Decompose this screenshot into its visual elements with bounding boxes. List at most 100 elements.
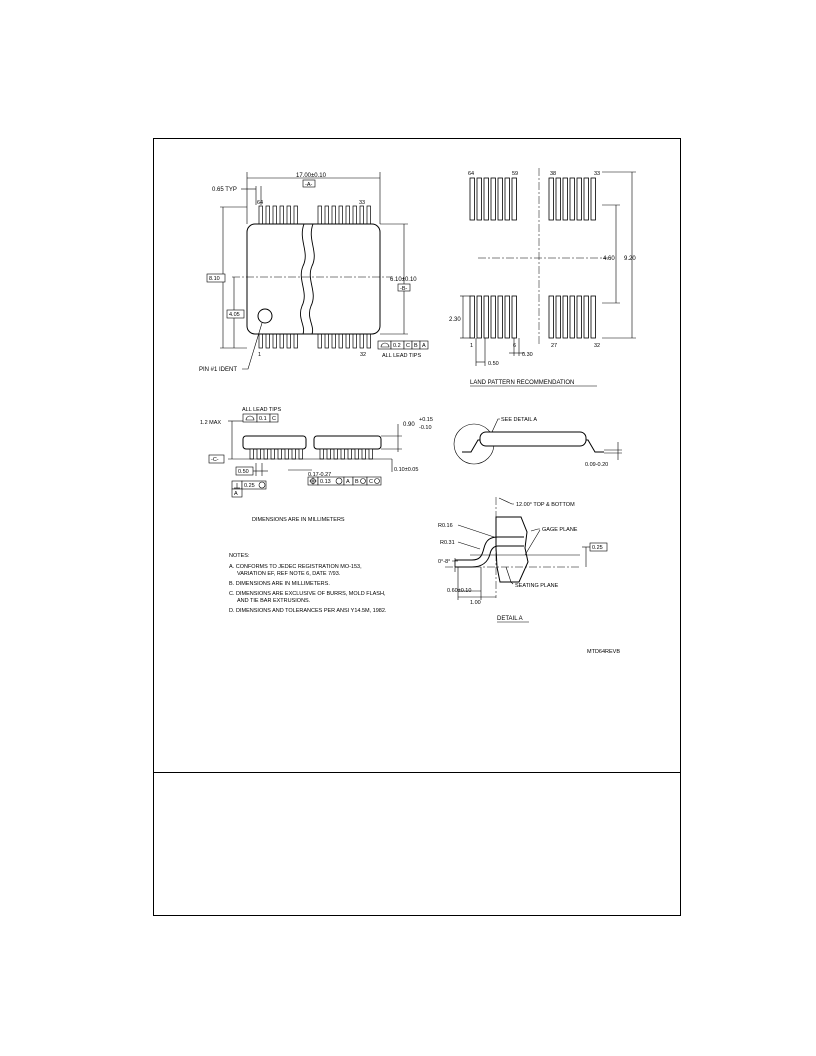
land-pattern-caption: LAND PATTERN RECOMMENDATION xyxy=(470,380,574,386)
lead-top xyxy=(286,205,291,225)
detail-a: 12.00° TOP & BOTTOM R0.16 R0.31 GAGE PLA… xyxy=(438,497,608,623)
land-pad-bottom xyxy=(476,295,482,339)
lead-top xyxy=(279,205,284,225)
side-lead xyxy=(270,448,275,460)
land-pad-top xyxy=(583,177,589,221)
pin-33-label: 33 xyxy=(359,200,365,206)
angle-top-bottom: 12.00° TOP & BOTTOM xyxy=(516,502,575,508)
side-lead xyxy=(326,448,331,460)
land-pad-bottom xyxy=(490,295,496,339)
lead-bottom xyxy=(366,333,371,349)
side-lead xyxy=(333,448,338,460)
dim-body-width: 6.10±0.10 xyxy=(390,277,417,283)
land-pad-top xyxy=(576,177,582,221)
flatness-tol: 0.1 xyxy=(259,416,267,422)
pos-ref-c: C xyxy=(369,479,373,485)
side-lead xyxy=(263,448,268,460)
angle-0-8: 0°-8° xyxy=(438,559,450,565)
land-pad-bottom xyxy=(548,295,554,339)
dim-0-25: 0.25 xyxy=(592,545,603,551)
detail-a-caption: DETAIL A xyxy=(497,616,523,622)
pos-ref-a: A xyxy=(346,479,350,485)
dim-overall-width: 8.10 xyxy=(209,276,220,282)
side-lead xyxy=(340,448,345,460)
see-detail-a: SEE DETAIL A xyxy=(501,417,537,423)
land-pads xyxy=(469,177,596,339)
land-pin-32: 32 xyxy=(594,343,600,349)
lead-top xyxy=(324,205,329,225)
lead-bottom xyxy=(272,333,277,349)
note-a-line2: VARIATION EF, REF NOTE 6, DATE 7/93. xyxy=(237,571,341,577)
note-c-line2: AND TIE BAR EXTRUSIONS. xyxy=(237,598,311,604)
lead-top xyxy=(331,205,336,225)
land-pad-bottom xyxy=(576,295,582,339)
side-lead xyxy=(347,448,352,460)
tol-ref-a: A xyxy=(422,343,426,349)
land-pad-bottom xyxy=(583,295,589,339)
land-pad-bottom xyxy=(590,295,596,339)
dim-0-50-side: 0.50 xyxy=(238,469,249,475)
note-c-line1: C. DIMENSIONS ARE EXCLUSIVE OF BURRS, MO… xyxy=(229,591,386,597)
detail-body xyxy=(495,516,529,583)
lead-top xyxy=(293,205,298,225)
radius-0-31: R0.31 xyxy=(440,540,455,546)
gage-plane: GAGE PLANE xyxy=(542,527,578,533)
side-view: ALL LEAD TIPS 0.1 C 1.2 MAX -C- 0.90 +0.… xyxy=(200,407,433,523)
note-d: D. DIMENSIONS AND TOLERANCES PER ANSI Y1… xyxy=(229,608,387,614)
datum-b: -B- xyxy=(400,286,408,292)
lead-bottom xyxy=(317,333,322,349)
lead-bottom xyxy=(286,333,291,349)
dim-lead-thickness: 0.09-0.20 xyxy=(585,462,608,468)
notes-title: NOTES: xyxy=(229,553,250,559)
side-lead xyxy=(249,448,254,460)
dim-0-17: 0.17-0.27 xyxy=(308,472,331,478)
land-pad-bottom xyxy=(569,295,575,339)
top-view: 17.00±0.10 -A- 0.65 TYP 64 33 PIN #1 IDE… xyxy=(199,172,429,373)
land-pad-top xyxy=(590,177,596,221)
side-lead xyxy=(277,448,282,460)
lead-bottom xyxy=(293,333,298,349)
drawing-frame xyxy=(153,138,681,916)
lead-top xyxy=(317,205,322,225)
side-lead xyxy=(256,448,261,460)
dim-0-10: 0.10±0.05 xyxy=(394,467,418,473)
land-pad-bottom xyxy=(483,295,489,339)
land-pin-59: 59 xyxy=(512,171,518,177)
notes: NOTES: A. CONFORMS TO JEDEC REGISTRATION… xyxy=(229,553,387,614)
pin1-ident-label: PIN #1 IDENT xyxy=(199,367,237,373)
note-b: B. DIMENSIONS ARE IN MILLIMETERS. xyxy=(229,581,330,587)
dim-length: 17.00±0.10 xyxy=(296,173,327,179)
side-lead xyxy=(298,448,303,460)
radius-0-16: R0.16 xyxy=(438,523,453,529)
lead-top xyxy=(265,205,270,225)
side-lead xyxy=(284,448,289,460)
package-body xyxy=(246,223,381,335)
pin-1-label: 1 xyxy=(258,352,261,358)
lead-bottom xyxy=(338,333,343,349)
seating-plane: SEATING PLANE xyxy=(515,583,559,589)
dim-2-30: 2.30 xyxy=(449,317,461,323)
side-lead xyxy=(291,448,296,460)
lead-top xyxy=(338,205,343,225)
dim-0-90: 0.90 xyxy=(403,422,415,428)
land-pad-top xyxy=(569,177,575,221)
dim-pitch: 0.65 TYP xyxy=(212,187,237,193)
drawing-code: MTD64REVB xyxy=(587,649,620,655)
dim-0-50: 0.50 xyxy=(488,361,499,367)
dim-9-20: 9.20 xyxy=(624,256,636,262)
land-pad-top xyxy=(476,177,482,221)
land-pad-top xyxy=(483,177,489,221)
dim-0-60: 0.60±0.10 xyxy=(447,588,471,594)
land-pin-64: 64 xyxy=(468,171,474,177)
land-pin-27: 27 xyxy=(551,343,557,349)
side-lead xyxy=(319,448,324,460)
side-lead xyxy=(354,448,359,460)
pos-tol: 0.13 xyxy=(320,479,331,485)
lead-top xyxy=(345,205,350,225)
lead-bottom xyxy=(265,333,270,349)
side-body-right xyxy=(313,435,382,450)
land-pad-top xyxy=(548,177,554,221)
pos-ref-b: B xyxy=(355,479,359,485)
land-pad-top xyxy=(490,177,496,221)
